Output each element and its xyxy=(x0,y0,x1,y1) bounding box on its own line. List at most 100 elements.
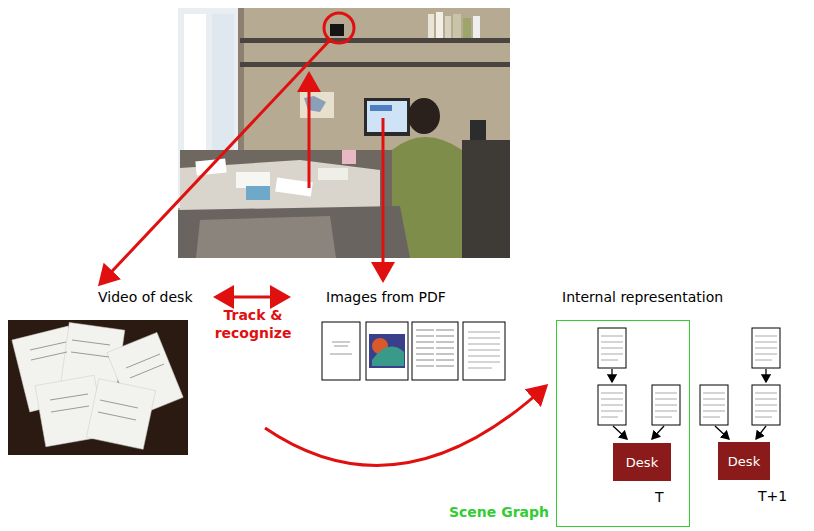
office-photo xyxy=(178,8,510,258)
thumbnail-text xyxy=(601,393,623,394)
office-photo xyxy=(236,172,270,188)
thumbnail-text xyxy=(755,411,777,412)
thumbnail-text xyxy=(601,342,623,343)
desk-video xyxy=(31,352,67,360)
office-photo xyxy=(324,13,354,43)
process-label: Track & recognize xyxy=(206,306,300,342)
thumbnail-text xyxy=(703,399,725,400)
pdf-pages xyxy=(366,322,408,380)
pdf-pages xyxy=(416,330,434,331)
pdf-pages xyxy=(468,332,500,368)
pdf-pages xyxy=(468,338,500,339)
pdf-pages xyxy=(463,322,505,380)
office-photo xyxy=(178,8,510,258)
desk-video xyxy=(100,400,138,408)
section-caption: Internal representation xyxy=(562,289,723,305)
graph-heading: Scene Graph xyxy=(449,504,549,520)
office-photo xyxy=(246,186,270,200)
page-thumbnails xyxy=(652,385,680,425)
red-arrows xyxy=(100,40,330,284)
desk-video xyxy=(51,406,89,412)
thumbnail-text xyxy=(703,393,725,394)
pdf-pages xyxy=(436,366,454,367)
time-label: T xyxy=(655,489,664,505)
page-thumbnails xyxy=(598,328,626,368)
office-photo xyxy=(364,98,410,136)
thumbnail-text xyxy=(755,405,777,406)
pdf-pages xyxy=(416,330,454,366)
graph-arrows xyxy=(611,369,612,382)
desk-video xyxy=(72,340,110,345)
image-caption: Images from PDF xyxy=(326,289,446,305)
office-photo xyxy=(240,62,510,67)
red-arrows xyxy=(308,74,311,188)
thumbnail-text xyxy=(655,405,677,406)
office-photo xyxy=(473,16,480,38)
thumbnail-text xyxy=(601,417,618,418)
office-photo xyxy=(196,216,336,258)
desk-video xyxy=(50,394,88,400)
desk-video xyxy=(71,352,109,357)
office-photo xyxy=(370,105,392,111)
office-photo xyxy=(178,206,410,258)
office-photo xyxy=(275,178,313,197)
thumbnail-text xyxy=(655,411,677,412)
thumbnail-text xyxy=(755,354,777,355)
pdf-pages xyxy=(468,332,500,333)
thumbnail-text xyxy=(755,342,777,343)
pdf-pages xyxy=(369,334,405,368)
office-photo xyxy=(462,140,510,258)
pdf-pages xyxy=(332,342,350,343)
scene-graph-box: Scene GraphTDesk xyxy=(556,320,690,527)
pdf-pages xyxy=(436,342,454,343)
thumbnail-text xyxy=(703,405,725,406)
thumbnail-text xyxy=(655,393,677,394)
desk-label: Desk xyxy=(626,455,658,470)
page-thumbnails xyxy=(700,385,728,425)
thumbnail-text xyxy=(755,399,777,400)
pdf-pages xyxy=(436,348,454,349)
graph-arrows xyxy=(652,426,664,439)
office-photo xyxy=(300,92,334,118)
graph-arrows xyxy=(756,426,766,439)
office-photo xyxy=(304,96,326,112)
thumbnail-text xyxy=(601,399,623,400)
pdf-pages xyxy=(468,350,500,351)
office-photo xyxy=(240,38,510,43)
pdf-pages xyxy=(416,336,434,337)
thumbnail-text xyxy=(755,336,777,337)
desk-video xyxy=(8,320,188,455)
pdf-pages xyxy=(330,342,352,354)
thumbnail-text xyxy=(655,417,672,418)
graph-arrows xyxy=(612,369,766,439)
office-photo xyxy=(453,14,461,38)
image-caption: Video of desk xyxy=(98,289,193,305)
pdf-pages xyxy=(372,347,404,366)
pdf-pages xyxy=(416,366,434,367)
pdf-pages xyxy=(416,354,434,355)
thumbnail-text xyxy=(601,336,777,417)
office-photo xyxy=(436,12,443,38)
desk-video xyxy=(30,340,164,420)
thumbnail-text xyxy=(601,354,623,355)
pdf-pages xyxy=(416,360,434,361)
office-photo xyxy=(318,168,348,180)
pdf-pages xyxy=(468,344,500,345)
desk-video xyxy=(30,342,66,350)
thumbnail-text xyxy=(755,360,772,361)
office-photo xyxy=(330,24,344,36)
page-thumbnails xyxy=(752,328,780,368)
pdf-pages xyxy=(330,354,352,355)
red-arrows xyxy=(216,296,288,299)
office-photo xyxy=(428,14,434,38)
pdf-pages xyxy=(468,368,492,369)
pdf-pages xyxy=(416,348,434,349)
pdf-pages xyxy=(436,336,454,337)
desk-video xyxy=(8,320,188,455)
thumbnail-text xyxy=(601,336,623,337)
desk-label: Desk xyxy=(728,454,760,469)
red-arrows xyxy=(100,40,546,465)
thumbnail-text xyxy=(755,417,772,418)
office-photo xyxy=(408,98,440,134)
desk-box: Desk xyxy=(613,443,671,481)
